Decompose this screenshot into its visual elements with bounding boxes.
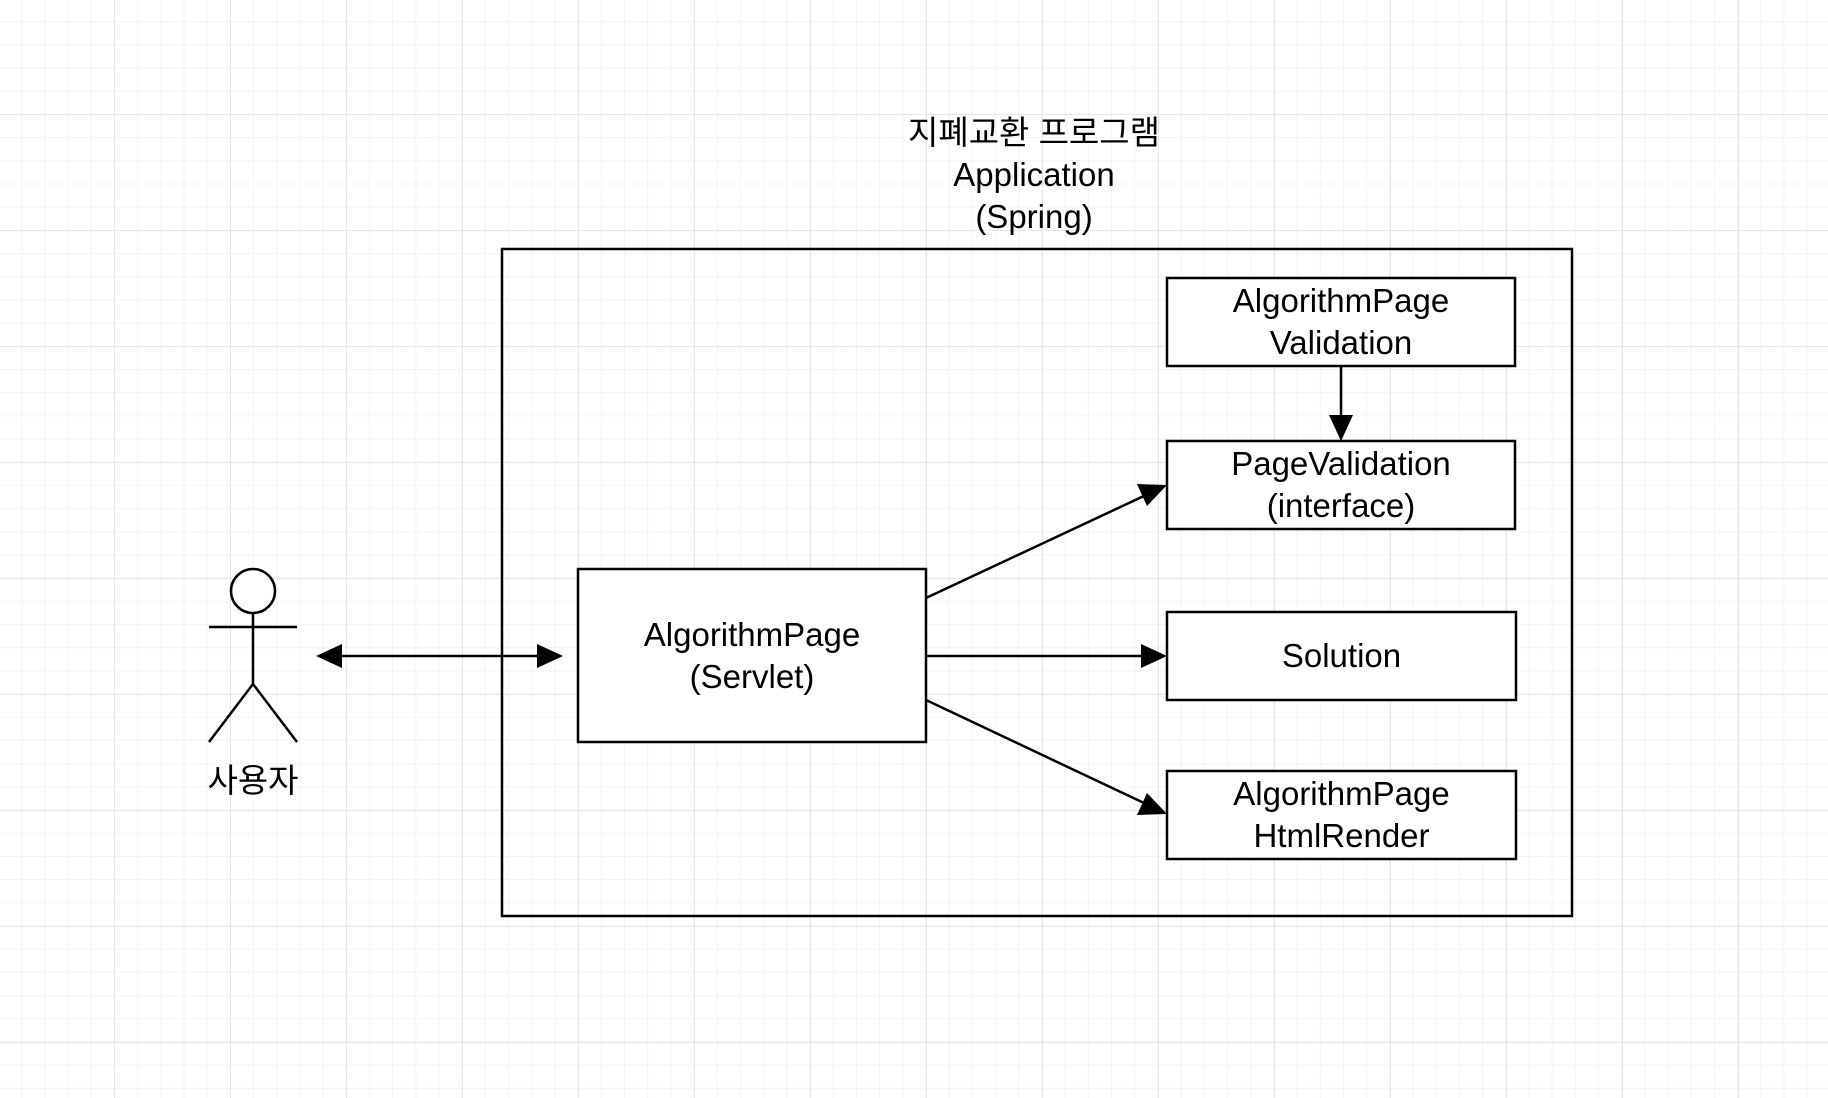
algorithm-validation-box[interactable]	[1165, 276, 1517, 368]
application-container[interactable]	[500, 247, 1574, 918]
html-render-box[interactable]	[1165, 769, 1518, 861]
servlet-to-html-render-arrow[interactable]	[925, 698, 1167, 815]
container-title-line1: 지폐교환 프로그램	[907, 114, 1161, 151]
html-render-label: AlgorithmPage HtmlRender	[1233, 775, 1450, 854]
servlet-box[interactable]	[576, 567, 928, 744]
container-title-line2: Application	[953, 156, 1115, 193]
stick-figure-icon[interactable]	[208, 567, 298, 743]
actor-servlet-arrow[interactable]	[316, 644, 563, 668]
container-title-line3: (Spring)	[975, 198, 1093, 235]
servlet-to-page-validation-arrow[interactable]	[925, 484, 1167, 600]
actor-label: 사용자	[207, 762, 299, 799]
validation-impl-arrow[interactable]	[1329, 366, 1353, 441]
algorithm-validation-label: AlgorithmPage Validation	[1232, 282, 1450, 361]
servlet-to-solution-arrow[interactable]	[926, 644, 1167, 668]
solution-box[interactable]	[1165, 610, 1518, 702]
servlet-label: AlgorithmPage (Servlet)	[643, 615, 861, 695]
page-validation-label: PageValidation (interface)	[1231, 445, 1451, 524]
container-title: 지폐교환 프로그램 Application (Spring)	[854, 110, 1214, 240]
solution-label: Solution	[1281, 637, 1402, 674]
